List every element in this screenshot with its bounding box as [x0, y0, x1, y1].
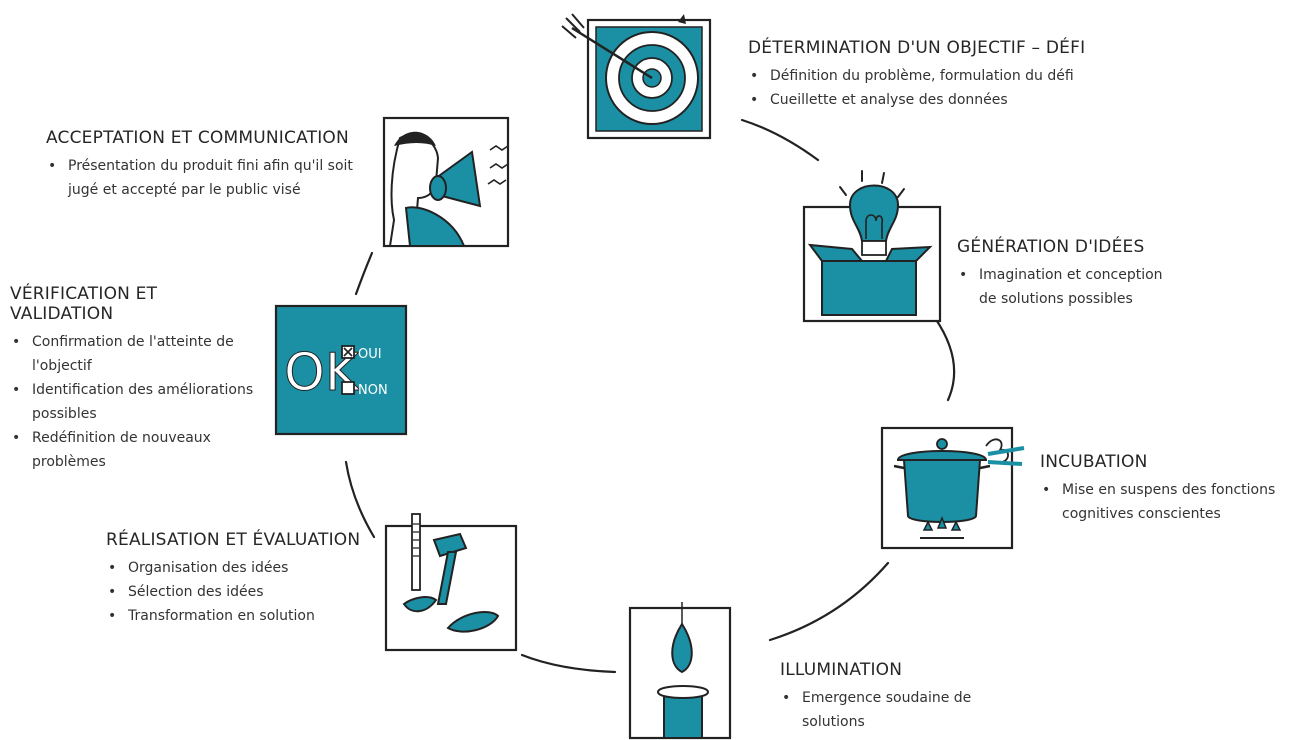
stage-illumination-bullets: Emergence soudaine de solutions	[780, 686, 1010, 734]
stage-realisation-title: RÉALISATION ET ÉVALUATION	[106, 530, 361, 550]
stage-acceptation-bullets: Présentation du produit fini afin qu'il …	[46, 154, 364, 202]
arc-incubation-illumination	[768, 561, 890, 642]
non-label: NON	[358, 383, 388, 398]
list-item: Organisation des idées	[106, 556, 376, 580]
list-item: Définition du problème, formulation du d…	[748, 64, 1168, 88]
list-item: Confirmation de l'atteinte de l'objectif	[10, 330, 260, 378]
stage-generation-title: GÉNÉRATION D'IDÉES	[957, 237, 1145, 257]
ok-checkbox-icon: OK OUI NON	[272, 300, 412, 440]
stage-verification-title: VÉRIFICATION ET VALIDATION	[10, 284, 158, 324]
stage-illumination: ILLUMINATION Emergence soudaine de solut…	[780, 660, 1010, 734]
lightbulb-box-icon	[800, 165, 950, 325]
candle-icon	[624, 600, 744, 740]
list-item: Transformation en solution	[106, 604, 376, 628]
arc-realisation-verification	[344, 460, 376, 539]
stage-incubation-bullets: Mise en suspens des fonctions cognitives…	[1040, 478, 1280, 526]
arc-verification-acceptation	[354, 251, 374, 296]
stage-objectif: DÉTERMINATION D'UN OBJECTIF – DÉFI Défin…	[748, 38, 1168, 112]
stage-verification: VÉRIFICATION ET VALIDATION Confirmation …	[10, 284, 260, 474]
stage-incubation-title: INCUBATION	[1040, 452, 1148, 472]
stage-acceptation: ACCEPTATION ET COMMUNICATION Présentatio…	[46, 128, 364, 202]
arc-illumination-realisation	[520, 653, 617, 674]
stage-generation: GÉNÉRATION D'IDÉES Imagination et concep…	[957, 237, 1177, 311]
tools-icon	[382, 512, 522, 652]
arc-objectif-generation	[740, 118, 820, 162]
stage-illumination-title: ILLUMINATION	[780, 660, 903, 680]
list-item: Présentation du produit fini afin qu'il …	[46, 154, 364, 202]
stage-verification-bullets: Confirmation de l'atteinte de l'objectif…	[10, 330, 260, 474]
cooking-pot-icon	[876, 424, 1026, 554]
stage-realisation-bullets: Organisation des idées Sélection des idé…	[106, 556, 376, 628]
stage-generation-bullets: Imagination et conception de solutions p…	[957, 263, 1177, 311]
stage-acceptation-title: ACCEPTATION ET COMMUNICATION	[46, 128, 349, 148]
target-arrow-icon	[560, 10, 725, 145]
stage-realisation: RÉALISATION ET ÉVALUATION Organisation d…	[106, 530, 376, 628]
stage-incubation: INCUBATION Mise en suspens des fonctions…	[1040, 452, 1280, 526]
oui-label: OUI	[358, 347, 382, 362]
list-item: Redéfinition de nouveaux problèmes	[10, 426, 260, 474]
arc-generation-incubation	[933, 316, 956, 402]
megaphone-person-icon	[380, 112, 520, 252]
list-item: Cueillette et analyse des données	[748, 88, 1168, 112]
stage-objectif-bullets: Définition du problème, formulation du d…	[748, 64, 1168, 112]
list-item: Sélection des idées	[106, 580, 376, 604]
list-item: Mise en suspens des fonctions cognitives…	[1040, 478, 1280, 526]
stage-objectif-title: DÉTERMINATION D'UN OBJECTIF – DÉFI	[748, 38, 1086, 58]
list-item: Identification des améliorations possibl…	[10, 378, 260, 426]
list-item: Imagination et conception de solutions p…	[957, 263, 1177, 311]
list-item: Emergence soudaine de solutions	[780, 686, 1010, 734]
